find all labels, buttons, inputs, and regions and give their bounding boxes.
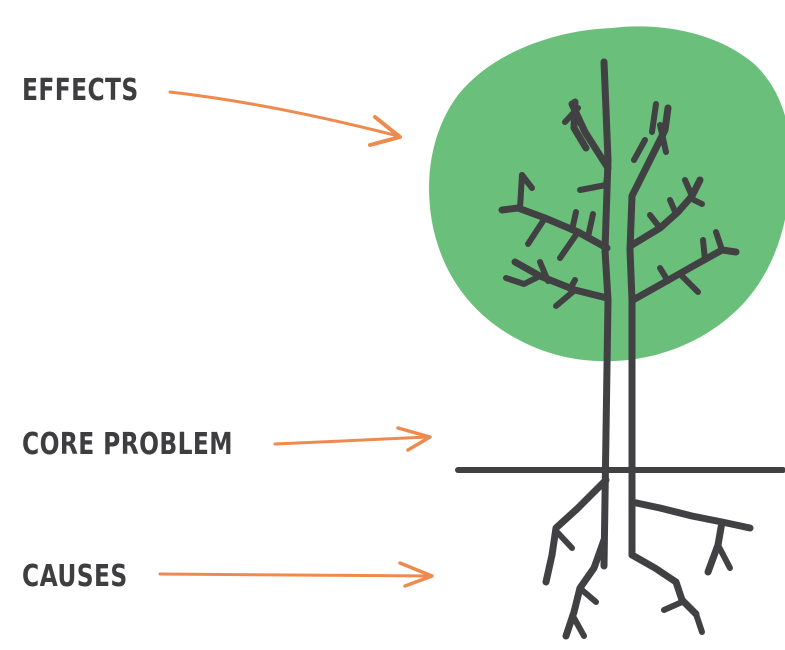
core-problem-label: CORE PROBLEM bbox=[22, 427, 233, 462]
tree-roots bbox=[542, 476, 754, 640]
causes-label: CAUSES bbox=[22, 559, 128, 594]
effects-arrow-icon bbox=[168, 90, 402, 147]
tree-branches bbox=[498, 98, 740, 309]
core-problem-arrow-icon bbox=[273, 426, 432, 452]
effects-label: EFFECTS bbox=[22, 73, 139, 108]
causes-arrow-icon bbox=[158, 561, 434, 588]
